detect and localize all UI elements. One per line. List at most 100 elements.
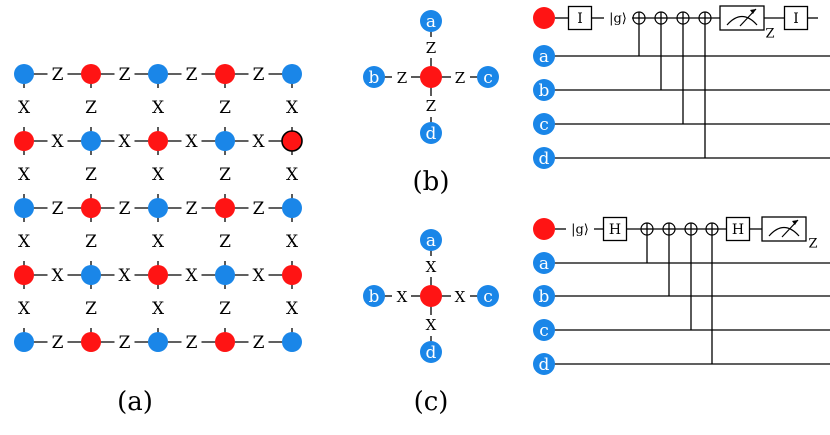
wire-d-letter: d (539, 355, 550, 375)
star-neighbor-right-node (477, 66, 499, 88)
ancilla-node (533, 7, 555, 29)
grid-edge-label-x: X (18, 232, 31, 252)
qubit-node-red (215, 332, 235, 352)
wire-b-node (533, 79, 555, 101)
grid-edge-label-z: Z (119, 65, 131, 85)
gate-i-last-label: I (793, 11, 799, 27)
qubit-node-red (81, 64, 101, 84)
grid-edge-label-z: Z (253, 199, 265, 219)
qubit-node-blue (282, 332, 302, 352)
grid-edge-label-x: X (118, 266, 131, 286)
star-edge-label: Z (426, 97, 436, 115)
grid-edge-label-x: X (18, 299, 31, 319)
qubit-node-blue (14, 332, 34, 352)
caption-a: (a) (117, 387, 153, 417)
star-center-node (420, 66, 442, 88)
qubit-node-red (148, 265, 168, 285)
qubit-node-red (14, 131, 34, 151)
wire-a-node (533, 45, 555, 67)
caption-c: (c) (414, 387, 449, 417)
star-edge-label: X (426, 258, 437, 276)
star-edge-label: X (397, 288, 408, 306)
qubit-node-red (14, 265, 34, 285)
qubit-node-blue (81, 265, 101, 285)
grid-edge-label-x: X (185, 266, 198, 286)
grid-edge-label-x: X (286, 299, 299, 319)
qubit-node-red (148, 131, 168, 151)
star-edge-label: Z (426, 39, 436, 57)
qubit-node-blue (215, 131, 235, 151)
qubit-node-red (81, 198, 101, 218)
wire-d-letter: d (539, 149, 550, 169)
wire-b-node (533, 285, 555, 307)
z-measurement-meter-box (719, 5, 765, 31)
star-neighbor-left-letter: b (369, 68, 380, 88)
grid-edge-label-x: X (286, 98, 299, 118)
star-neighbor-right-node (477, 285, 499, 307)
x-measurement-meter-arrowhead (792, 220, 798, 225)
star-neighbor-left-node (363, 285, 385, 307)
grid-edge-label-x: X (252, 132, 265, 152)
grid-edge-label-z: Z (186, 199, 198, 219)
qubit-node-blue (282, 198, 302, 218)
wire-a-node (533, 252, 555, 274)
z-measurement-meter-arc (726, 15, 758, 26)
grid-edge-label-x: X (152, 165, 165, 185)
gate-i-first-label: I (577, 11, 583, 27)
caption-b: (b) (413, 167, 450, 197)
ancilla-node (533, 218, 555, 240)
grid-edge-label-z: Z (253, 333, 265, 353)
star-neighbor-top-node (420, 229, 442, 251)
gate-h-first-label: H (609, 222, 621, 238)
grid-edge-label-x: X (252, 266, 265, 286)
grid-edge-label-z: Z (253, 65, 265, 85)
grid-edge-label-z: Z (219, 299, 231, 319)
qubit-node-blue (148, 198, 168, 218)
star-neighbor-bottom-node (420, 341, 442, 363)
grid-edge-label-z: Z (219, 232, 231, 252)
grid-edge-label-z: Z (52, 199, 64, 219)
star-neighbor-bottom-letter: d (426, 343, 437, 363)
grid-edge-label-x: X (286, 232, 299, 252)
star-neighbor-top-node (420, 10, 442, 32)
grid-edge-label-z: Z (119, 333, 131, 353)
wire-a-letter: a (539, 254, 549, 274)
grid-edge-label-z: Z (85, 165, 97, 185)
star-edge-label: Z (397, 69, 407, 87)
qubit-node-blue (14, 198, 34, 218)
star-neighbor-top-letter: a (426, 12, 436, 32)
gate-h-second (725, 216, 751, 242)
meter-basis-label: Z (808, 237, 817, 252)
star-neighbor-left-letter: b (369, 287, 380, 307)
wire-c-letter: c (539, 321, 549, 341)
star-neighbor-bottom-node (420, 122, 442, 144)
qubit-node-blue (148, 64, 168, 84)
star-center-node (420, 285, 442, 307)
grid-edge-label-x: X (152, 98, 165, 118)
star-neighbor-left-node (363, 66, 385, 88)
wire-a-letter: a (539, 47, 549, 67)
grid-edge-label-z: Z (119, 199, 131, 219)
gate-i-last (783, 5, 809, 31)
meter-basis-label: Z (765, 27, 774, 42)
z-measurement-meter-arrowhead (750, 9, 756, 14)
star-neighbor-right-letter: c (483, 68, 493, 88)
grid-edge-label-x: X (286, 165, 299, 185)
wire-b-letter: b (539, 287, 550, 307)
gate-h-second-label: H (732, 222, 744, 238)
grid-edge-label-z: Z (219, 165, 231, 185)
grid-edge-label-x: X (18, 165, 31, 185)
star-edge-label: X (455, 288, 466, 306)
wire-b-letter: b (539, 81, 550, 101)
wire-d-node (533, 353, 555, 375)
qubit-node-red (282, 265, 302, 285)
grid-edge-label-z: Z (52, 333, 64, 353)
grid-edge-label-x: X (51, 266, 64, 286)
x-measurement-meter-arc (768, 226, 800, 237)
x-measurement-meter-box (761, 216, 807, 242)
wire-c-node (533, 113, 555, 135)
grid-edge-label-x: X (18, 98, 31, 118)
